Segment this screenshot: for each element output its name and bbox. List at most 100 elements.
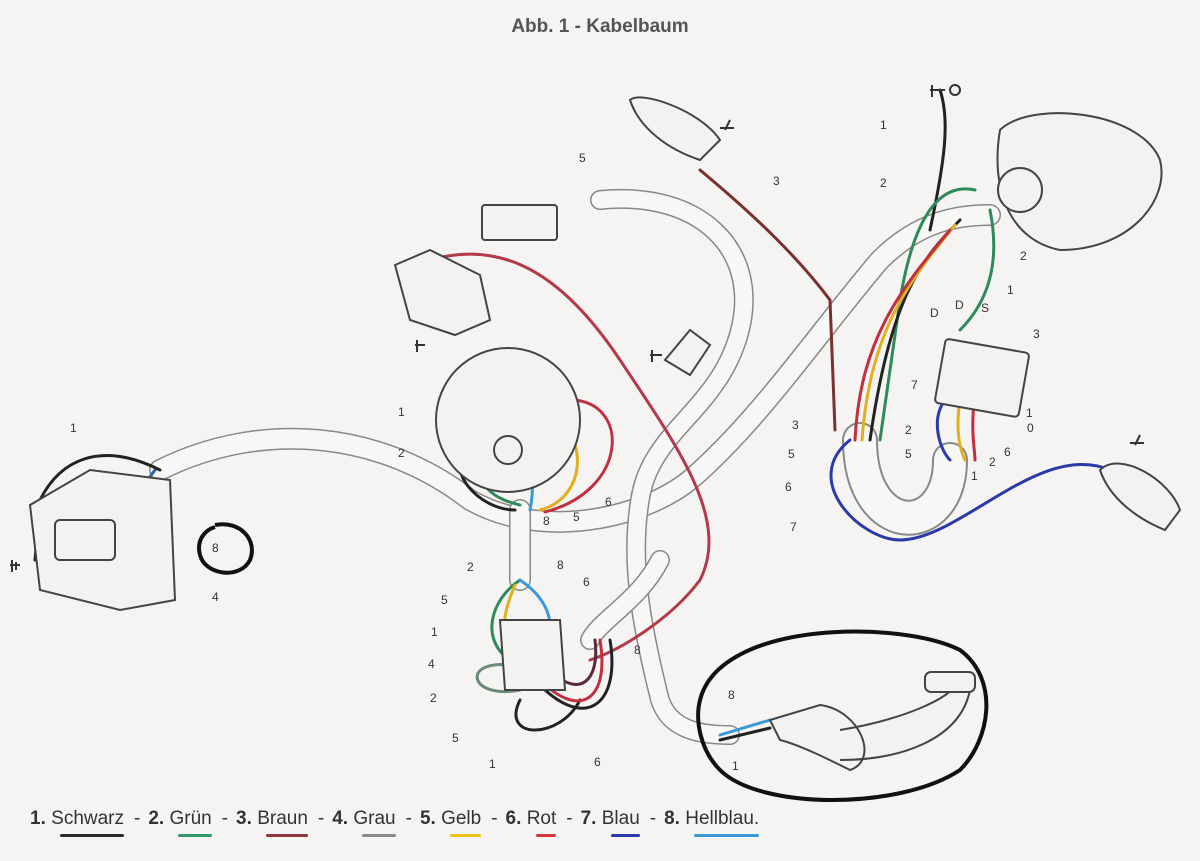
callout: 2 bbox=[398, 446, 405, 460]
callout: 4 bbox=[428, 657, 435, 671]
legend-number: 5. bbox=[419, 808, 436, 829]
callout: D bbox=[955, 298, 964, 312]
right-grip-switch bbox=[1098, 462, 1182, 532]
legend-color-name: Schwarz bbox=[51, 808, 124, 829]
legend-color-name: Gelb bbox=[441, 808, 482, 829]
callout: S bbox=[981, 301, 989, 315]
callout: 8 bbox=[543, 514, 550, 528]
callout: 8 bbox=[557, 558, 564, 572]
harness-sheath bbox=[149, 188, 1001, 745]
brake-lever bbox=[768, 678, 972, 772]
callout: 1 bbox=[1026, 406, 1033, 420]
legend-number: 2. bbox=[148, 808, 165, 829]
junction-block bbox=[498, 619, 567, 691]
legend-separator: - bbox=[405, 808, 412, 829]
callout: 5 bbox=[905, 447, 912, 461]
callout: 8 bbox=[212, 541, 219, 555]
legend-number: 6. bbox=[505, 808, 522, 829]
callout: 2 bbox=[989, 455, 996, 469]
callout: 1 bbox=[431, 625, 438, 639]
callout: 3 bbox=[773, 174, 780, 188]
legend-swatch bbox=[535, 834, 557, 837]
legend-color-name: Rot bbox=[526, 808, 557, 829]
legend-item: 7. Blau bbox=[580, 808, 640, 837]
callout: 5 bbox=[573, 510, 580, 524]
legend-color-name: Hellblau. bbox=[685, 808, 760, 829]
spark-plug bbox=[663, 328, 712, 377]
stator-plate bbox=[435, 347, 581, 493]
legend-swatch bbox=[60, 834, 124, 837]
callout: 7 bbox=[790, 520, 797, 534]
legend-item: 2. Grün bbox=[148, 808, 212, 837]
diagram-title: Abb. 1 - Kabelbaum bbox=[511, 16, 689, 37]
callout: 1 bbox=[70, 421, 77, 435]
callout: 5 bbox=[441, 593, 448, 607]
legend-separator: - bbox=[649, 808, 657, 829]
callout: 6 bbox=[1004, 445, 1011, 459]
callout: 8 bbox=[728, 688, 735, 702]
legend-item: 5. Gelb bbox=[419, 808, 482, 837]
legend-item: 4. Grau bbox=[332, 808, 396, 837]
legend-separator: - bbox=[317, 808, 325, 829]
legend-color-name: Braun bbox=[257, 808, 308, 829]
hand-drawn-annotations bbox=[197, 522, 989, 802]
legend-swatch bbox=[449, 834, 482, 837]
callout: 4 bbox=[212, 590, 219, 604]
legend-separator: - bbox=[491, 808, 498, 829]
callout: 1 bbox=[1007, 283, 1014, 297]
legend-separator: - bbox=[221, 808, 229, 829]
legend-color-name: Grün bbox=[169, 808, 212, 829]
callout: D bbox=[930, 306, 939, 320]
legend-swatch bbox=[266, 834, 308, 837]
callout: 5 bbox=[452, 731, 459, 745]
callout: 6 bbox=[605, 495, 612, 509]
callout: 1 bbox=[732, 759, 739, 773]
headlight bbox=[996, 112, 1163, 252]
wire-color-legend: 1. Schwarz-2. Grün-3. Braun-4. Grau-5. G… bbox=[30, 808, 761, 837]
legend-item: 3. Braun bbox=[236, 808, 308, 837]
callout: 1 bbox=[880, 118, 887, 132]
ground-symbols bbox=[10, 84, 1144, 572]
legend-separator: - bbox=[134, 808, 141, 829]
callout-labels: 1 8 4 1 2 8 5 6 2 5 1 8 6 8 4 2 5 1 6 5 … bbox=[70, 118, 1040, 773]
legend-separator: - bbox=[566, 808, 573, 829]
legend-number: 7. bbox=[580, 808, 597, 829]
legend-item: 6. Rot bbox=[505, 808, 557, 837]
callout: 6 bbox=[594, 755, 601, 769]
legend-item: 8. Hellblau. bbox=[664, 808, 760, 837]
callout: 3 bbox=[1033, 327, 1040, 341]
callout: 2 bbox=[905, 423, 912, 437]
legend-swatch bbox=[362, 834, 396, 837]
ignition-coil bbox=[393, 248, 492, 337]
legend-swatch bbox=[610, 834, 640, 837]
callout: 8 bbox=[634, 643, 641, 657]
callout: 5 bbox=[788, 447, 795, 461]
callout: 2 bbox=[467, 560, 474, 574]
legend-swatch bbox=[694, 834, 760, 837]
callout: 1 bbox=[489, 757, 496, 771]
legend-swatch bbox=[178, 834, 212, 837]
callout: 2 bbox=[880, 176, 887, 190]
callout: 0 bbox=[1027, 421, 1034, 435]
legend-number: 1. bbox=[30, 808, 46, 829]
legend-item: 1. Schwarz bbox=[30, 808, 124, 837]
components bbox=[28, 96, 1182, 772]
left-grip-switch bbox=[628, 96, 722, 162]
legend-color-name: Grau bbox=[353, 808, 396, 829]
callout: 7 bbox=[911, 378, 918, 392]
legend-color-name: Blau bbox=[601, 808, 640, 829]
legend-number: 3. bbox=[236, 808, 252, 829]
callout: 6 bbox=[785, 480, 792, 494]
callout: 1 bbox=[971, 469, 978, 483]
legend-number: 4. bbox=[332, 808, 349, 829]
callout: 5 bbox=[579, 151, 586, 165]
callout: 1 bbox=[398, 405, 405, 419]
callout: 2 bbox=[1020, 249, 1027, 263]
light-switch bbox=[934, 338, 1030, 418]
regulator bbox=[481, 204, 558, 241]
callout: 3 bbox=[792, 418, 799, 432]
tail-light-lens bbox=[54, 519, 116, 561]
callout: 2 bbox=[430, 691, 437, 705]
